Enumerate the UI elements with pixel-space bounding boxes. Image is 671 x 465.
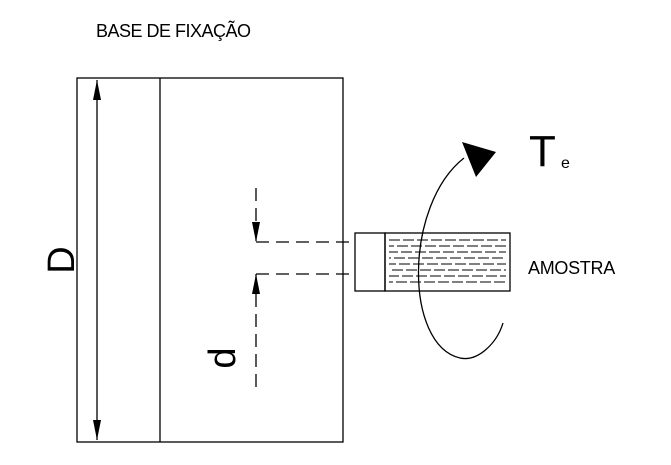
- label-d-small: d: [202, 347, 244, 368]
- torque-curve: [417, 157, 504, 360]
- arrowhead-bottom-d-small: [252, 274, 260, 294]
- label-amostra: AMOSTRA: [528, 258, 615, 278]
- label-d-large: D: [41, 246, 83, 273]
- arrowhead-top-d-large: [93, 80, 101, 100]
- torque-symbol: T: [529, 127, 556, 176]
- arrowhead-bottom-d-large: [93, 420, 101, 440]
- base-outline: [76, 77, 344, 443]
- torque-subscript: e: [561, 155, 570, 172]
- bore-projection: [256, 241, 355, 275]
- torque-label: T e: [529, 127, 570, 176]
- dimension-d-small: d: [202, 188, 260, 392]
- sample-hatching: [389, 239, 506, 283]
- dimension-d-large: D: [41, 80, 101, 440]
- arrowhead-top-d-small: [252, 222, 260, 242]
- sample-collar: [354, 232, 386, 292]
- sample: AMOSTRA: [354, 232, 616, 292]
- torque-arrowhead: [462, 142, 496, 177]
- torque-arrow: [417, 142, 504, 360]
- sample-body: [384, 232, 511, 292]
- fixing-base: [76, 77, 344, 443]
- title-base-de-fixacao: BASE DE FIXAÇÃO: [96, 20, 251, 41]
